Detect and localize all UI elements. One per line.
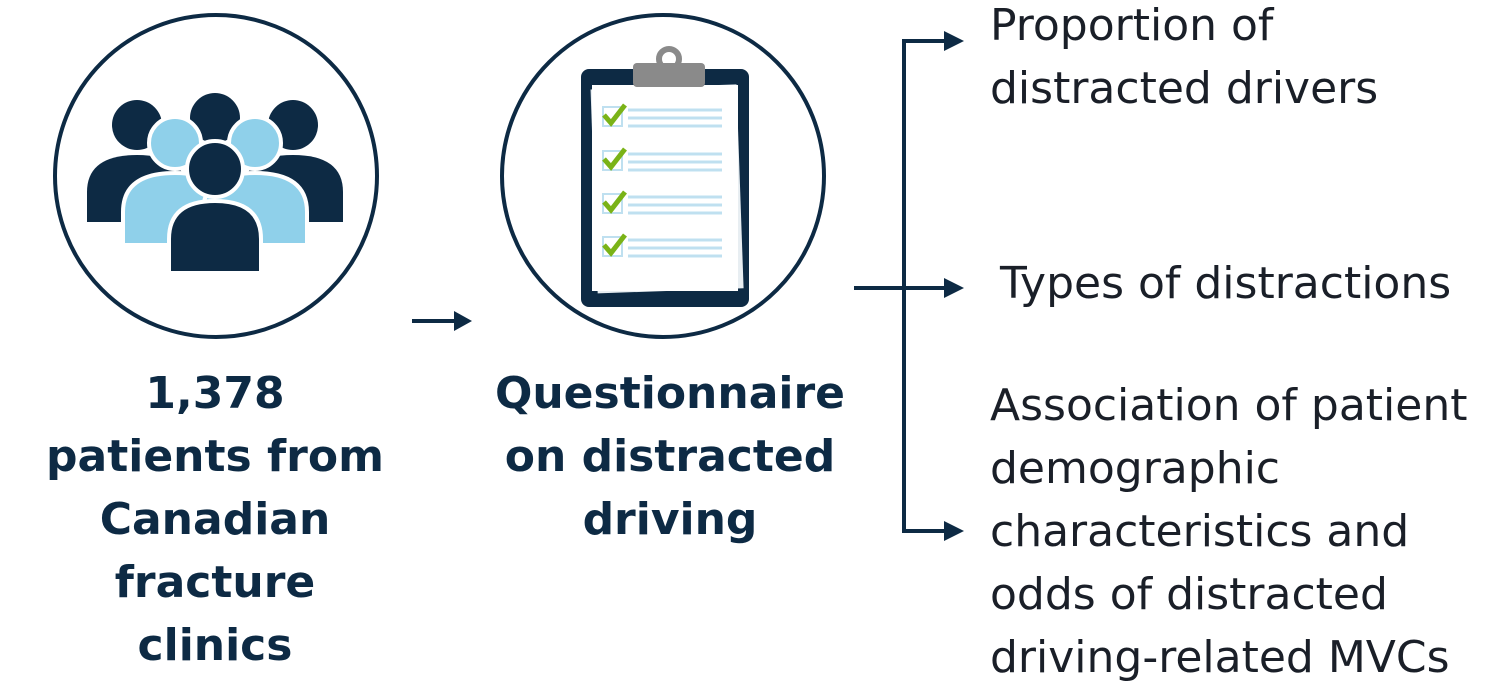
arrow-to-types	[944, 278, 964, 298]
outcome-proportion-line-1: Proportion of	[990, 0, 1274, 51]
outcome-association: Association of patient demographic chara…	[990, 374, 1468, 689]
outcome-types-line-1: Types of distractions	[1000, 258, 1452, 309]
outcome-association-line-4: odds of distracted	[990, 569, 1388, 620]
outcome-association-line-3: characteristics and	[990, 506, 1410, 557]
questionnaire-label-line-1: Questionnaire	[494, 368, 846, 419]
patients-label: 1,378 patients from Canadian fracture cl…	[0, 362, 430, 677]
outcome-proportion: Proportion of distracted drivers	[990, 0, 1378, 120]
outcome-association-line-5: driving-related MVCs	[990, 632, 1450, 683]
checklist-rows	[602, 103, 722, 258]
patients-label-line-4: clinics	[137, 620, 293, 671]
arrow-to-proportion	[944, 31, 964, 51]
outcome-proportion-line-2: distracted drivers	[990, 63, 1379, 114]
arrow-step1-to-step2	[412, 311, 472, 331]
outcome-bracket	[854, 31, 964, 541]
outcome-association-line-2: demographic	[990, 443, 1280, 494]
people-group-icon	[87, 93, 343, 275]
patients-circle	[53, 13, 379, 339]
patients-label-line-2: patients from	[46, 431, 384, 482]
questionnaire-circle	[500, 13, 826, 339]
patients-count: 1,378	[145, 368, 285, 419]
clipboard-checklist-icon	[581, 46, 749, 307]
arrow-to-association	[944, 521, 964, 541]
questionnaire-label-line-2: on distracted	[504, 431, 836, 482]
outcome-association-line-1: Association of patient	[990, 380, 1468, 431]
outcome-types: Types of distractions	[1000, 252, 1451, 315]
questionnaire-label: Questionnaire on distracted driving	[490, 362, 850, 551]
questionnaire-label-line-3: driving	[582, 494, 758, 545]
patients-label-line-3: Canadian fracture	[99, 494, 331, 608]
